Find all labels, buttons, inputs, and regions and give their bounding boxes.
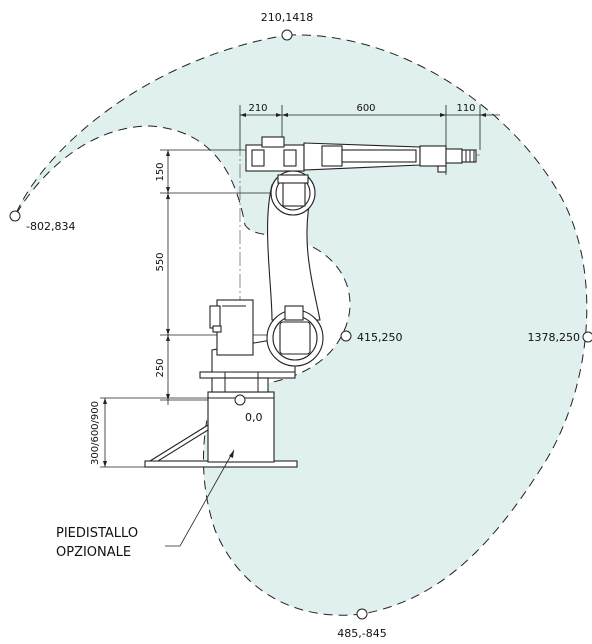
- lower-arm: [267, 184, 321, 321]
- note-line-2: OPZIONALE: [56, 545, 131, 560]
- point-top-marker: [281, 29, 293, 41]
- dim-pedestal: 300/600/900: [90, 401, 101, 465]
- label-inner: 415,250: [357, 331, 403, 344]
- label-bottom: 485,-845: [337, 627, 386, 640]
- base-motor: [209, 299, 254, 356]
- dim-600: 600: [356, 103, 375, 114]
- label-right: 1378,250: [528, 331, 581, 344]
- point-bottom-marker: [356, 608, 368, 620]
- upper-arm: [245, 136, 477, 173]
- dimension-left: 150 550 250: [155, 149, 280, 405]
- dimension-top: 210 600 110: [239, 103, 500, 175]
- pedestal: [144, 391, 298, 468]
- point-origin-marker: [234, 394, 246, 406]
- dim-210: 210: [248, 103, 267, 114]
- point-right-marker: [582, 331, 592, 343]
- dim-550: 550: [155, 252, 166, 271]
- dim-110: 110: [456, 103, 475, 114]
- label-origin: 0,0: [245, 411, 263, 424]
- dim-250: 250: [155, 358, 166, 377]
- point-inner-marker: [340, 330, 352, 342]
- dim-150: 150: [155, 162, 166, 181]
- note-line-1: PIEDISTALLO: [56, 526, 138, 541]
- elbow-joint: [270, 170, 316, 216]
- pedestal-note: PIEDISTALLO OPZIONALE: [56, 449, 235, 560]
- label-top: 210,1418: [261, 11, 314, 24]
- dimension-pedestal: 300/600/900: [90, 397, 215, 468]
- point-left-marker: [9, 210, 21, 222]
- shoulder-joint: [266, 305, 324, 367]
- label-left: -802,834: [26, 220, 75, 233]
